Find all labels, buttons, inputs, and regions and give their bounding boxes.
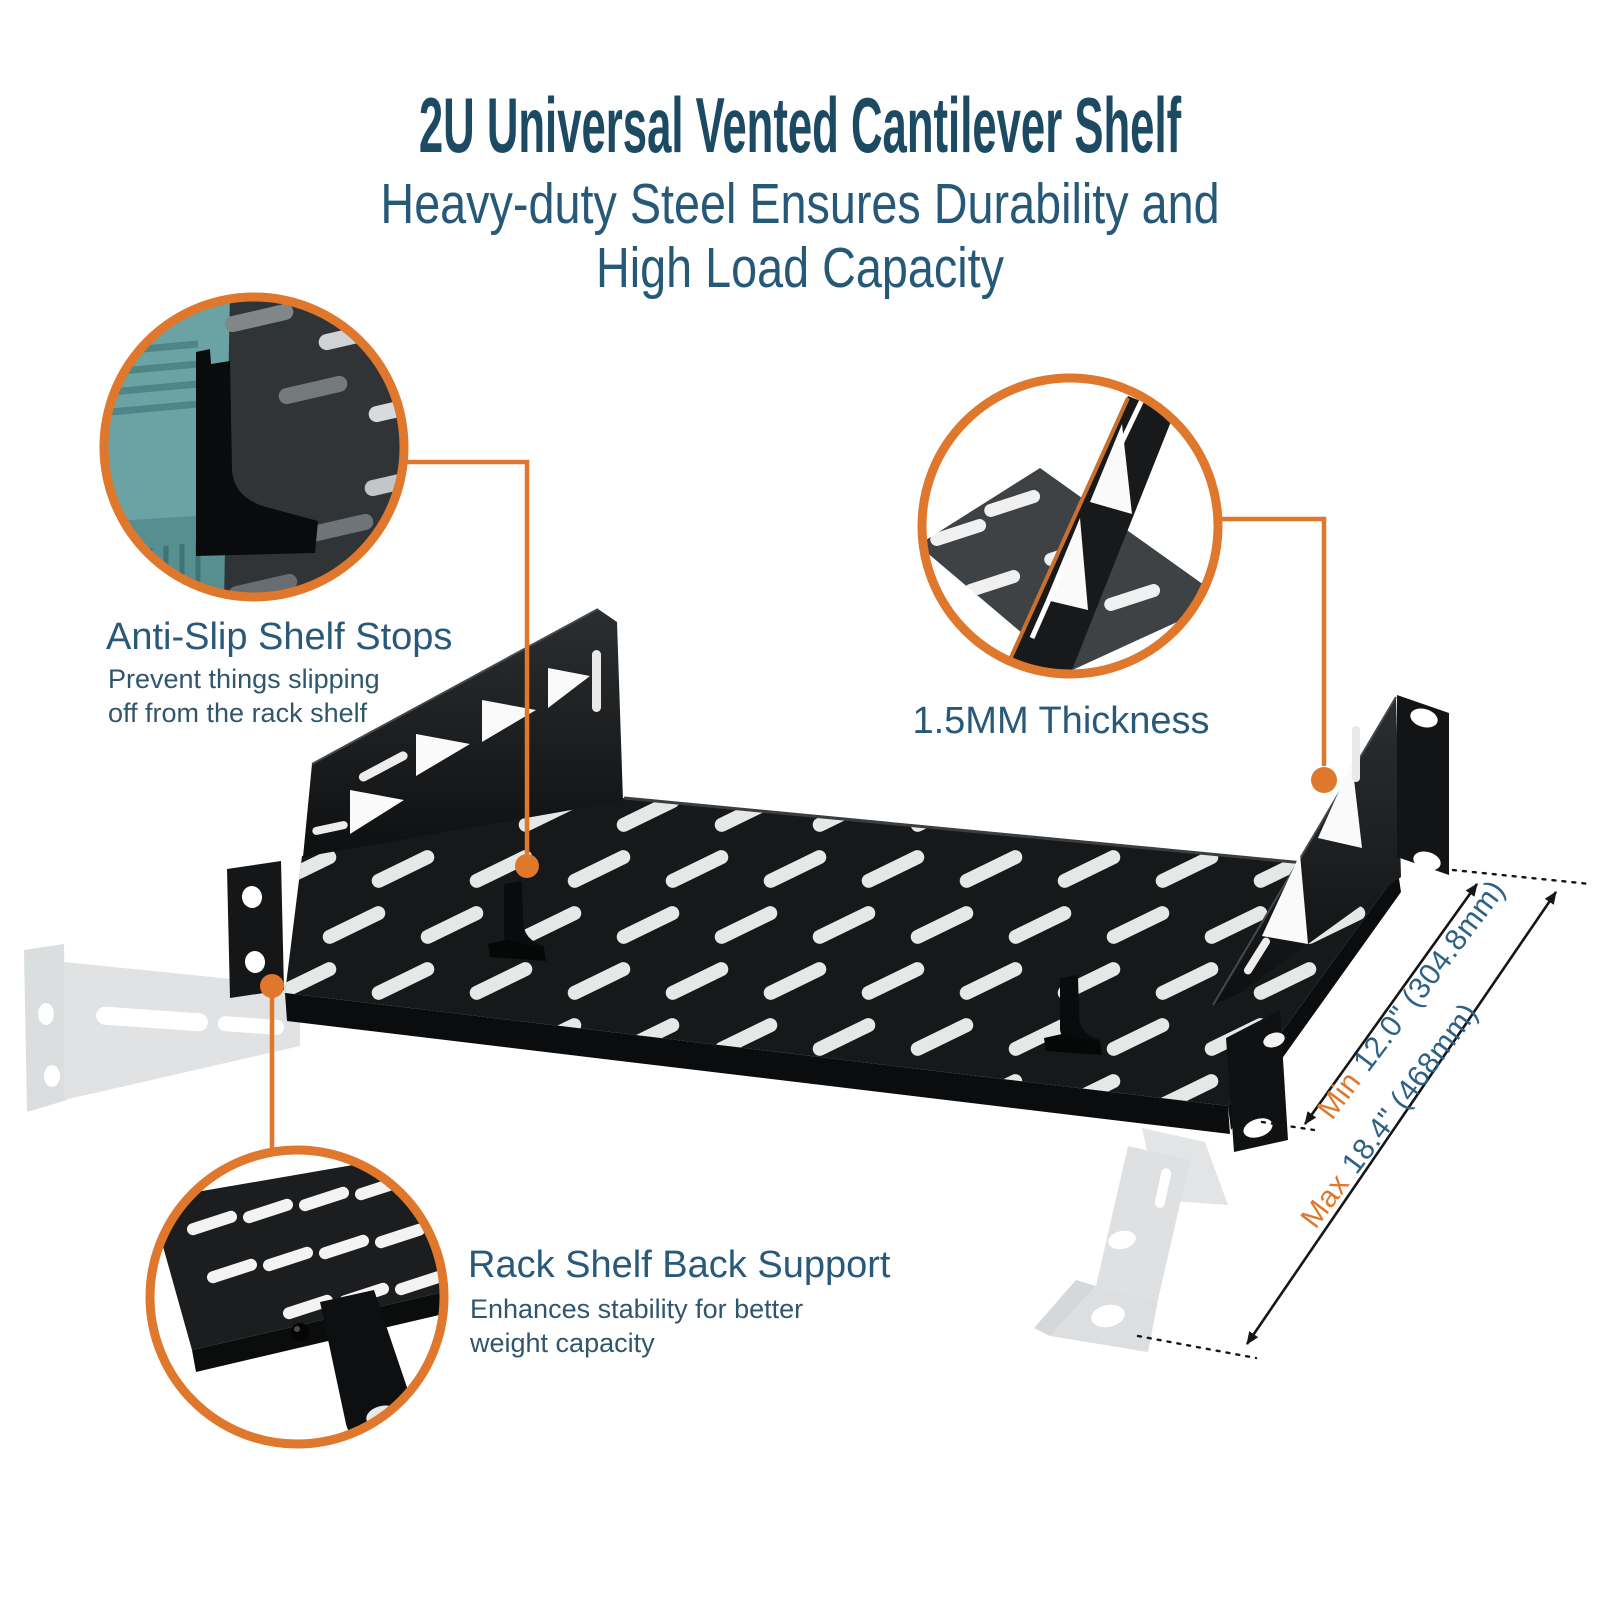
connector-anti-slip xyxy=(404,459,530,854)
extension-line-top xyxy=(1441,867,1592,886)
callout-circle-back-support xyxy=(145,1145,449,1449)
callout-heading-anti-slip: Anti-Slip Shelf Stops xyxy=(106,616,453,658)
ghost-bracket-right xyxy=(1034,1128,1228,1352)
ghost-rail-left xyxy=(24,944,300,1112)
callout-connectors xyxy=(260,459,1337,1152)
callout-body-back-support-line-1: Enhances stability for better xyxy=(470,1294,804,1324)
dimension-lines xyxy=(1136,867,1592,1360)
callout-body-back-support: Enhances stability for better weight cap… xyxy=(470,1292,803,1360)
callout-heading-thickness: 1.5MM Thickness xyxy=(912,700,1210,742)
callout-circle-thickness xyxy=(917,373,1223,679)
left-side-panel xyxy=(303,608,623,857)
left-rack-ear xyxy=(227,861,284,998)
extension-line-max xyxy=(1136,1334,1258,1360)
connector-dot-back-support xyxy=(260,974,284,998)
callout-body-anti-slip-line-1: Prevent things slipping xyxy=(108,664,380,694)
callout-body-anti-slip: Prevent things slipping off from the rac… xyxy=(108,662,380,730)
page-subtitle-line-1: Heavy-duty Steel Ensures Durability and xyxy=(380,172,1220,236)
connector-dot-thickness xyxy=(1311,767,1337,793)
right-rack-ear xyxy=(1397,695,1449,875)
page-title: 2U Universal Vented Cantilever Shelf xyxy=(418,81,1182,169)
connector-thickness xyxy=(1218,516,1327,766)
page-subtitle-line-2: High Load Capacity xyxy=(596,236,1004,300)
callout-body-back-support-line-2: weight capacity xyxy=(470,1328,655,1358)
dimension-arrow-max xyxy=(1245,891,1558,1345)
shelf-surface xyxy=(285,796,1399,1106)
connector-dot-anti-slip xyxy=(515,854,539,878)
callout-heading-back-support: Rack Shelf Back Support xyxy=(468,1244,891,1286)
callout-body-anti-slip-line-2: off from the rack shelf xyxy=(108,698,368,728)
callout-circle-anti-slip xyxy=(99,292,409,602)
